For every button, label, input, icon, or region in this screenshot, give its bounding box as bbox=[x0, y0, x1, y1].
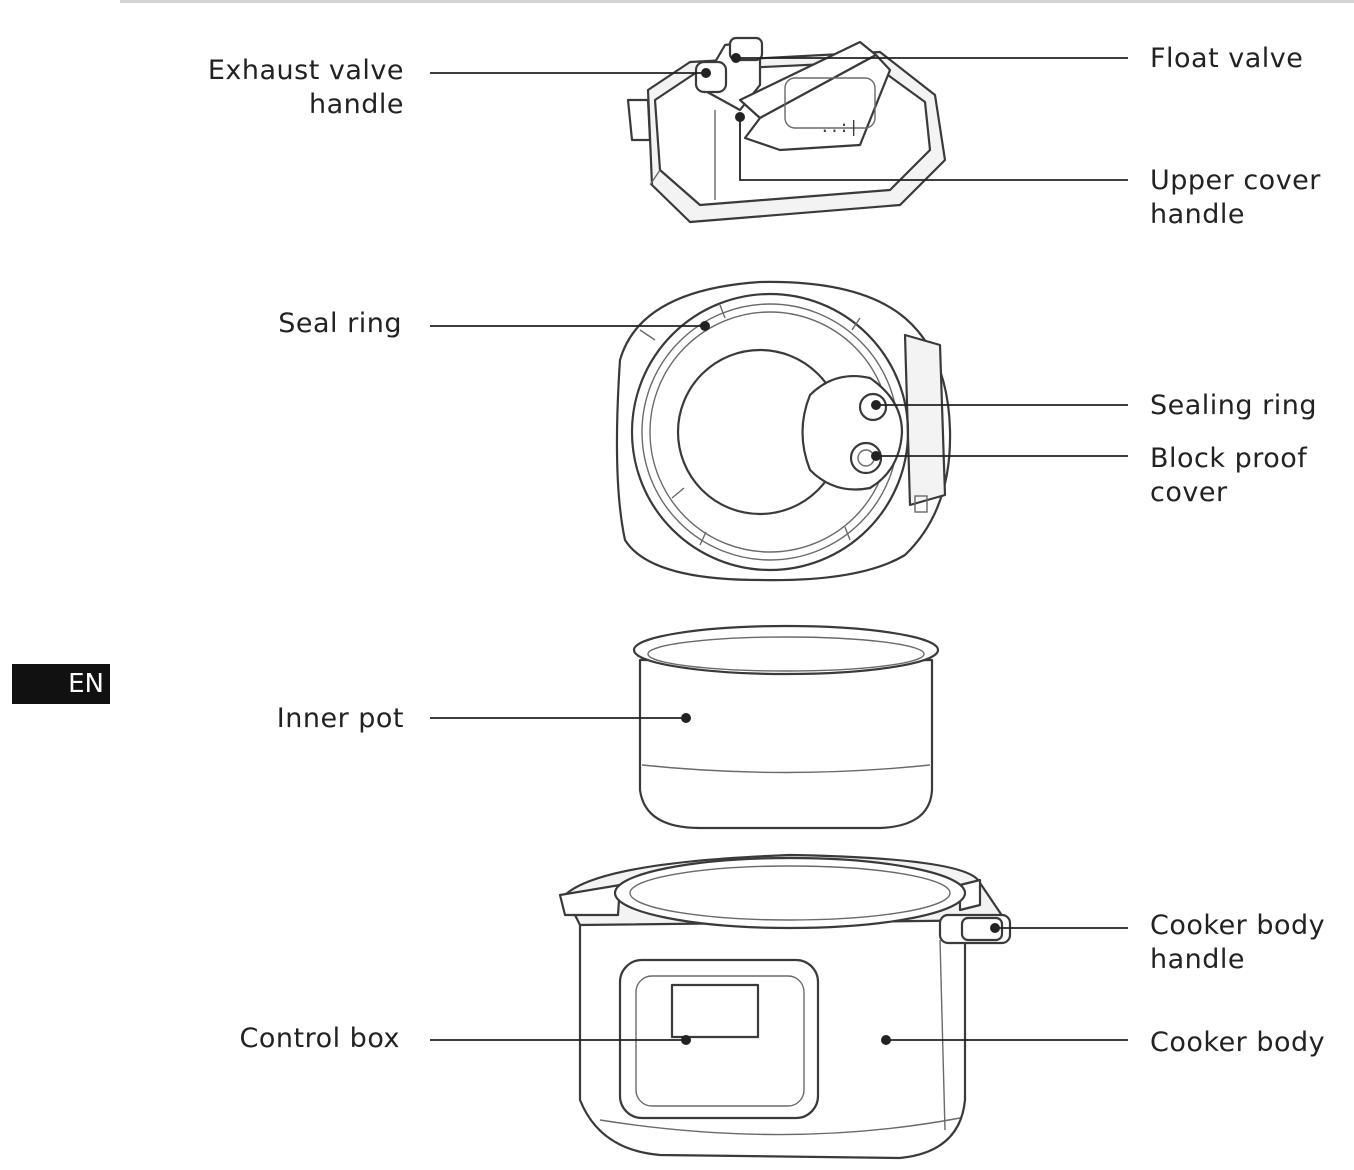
lid-illustration: ..:| bbox=[626, 36, 947, 224]
leader-dot-cooker-body-handle bbox=[990, 923, 1000, 933]
label-float-valve: Float valve bbox=[1150, 43, 1304, 74]
leader-dot-seal-ring bbox=[700, 321, 710, 331]
label-sealing-ring: Sealing ring bbox=[1150, 390, 1317, 421]
leader-lines bbox=[430, 53, 1128, 1045]
leader-dot-float-valve bbox=[731, 53, 741, 63]
leader-dot-inner-pot bbox=[681, 713, 691, 723]
cooker-body-illustration bbox=[558, 853, 1012, 1160]
label-upper-cover-handle: Upper cover handle bbox=[1150, 165, 1321, 230]
leader-dot-control-box bbox=[681, 1035, 691, 1045]
svg-text:..:|: ..:| bbox=[820, 117, 859, 136]
label-inner-pot: Inner pot bbox=[276, 703, 404, 734]
label-control-box: Control box bbox=[239, 1023, 400, 1054]
language-tab: EN bbox=[12, 664, 110, 704]
leader-dot-cooker-body bbox=[881, 1035, 891, 1045]
lid-underside-illustration bbox=[615, 280, 952, 582]
inner-pot-illustration bbox=[632, 624, 940, 830]
leader-dot-exhaust-valve-handle bbox=[701, 68, 711, 78]
leader-dot-block-proof-cover bbox=[871, 451, 881, 461]
label-exhaust-valve-handle: Exhaust valve handle bbox=[207, 55, 404, 120]
label-block-proof-cover: Block proof cover bbox=[1150, 443, 1308, 508]
leader-upper-cover-handle bbox=[739, 117, 1128, 181]
label-cooker-body: Cooker body bbox=[1150, 1027, 1326, 1058]
label-seal-ring: Seal ring bbox=[278, 308, 402, 339]
leader-dot-upper-cover-handle bbox=[735, 112, 745, 122]
label-cooker-body-handle: Cooker body handle bbox=[1150, 910, 1326, 975]
leader-dot-sealing-ring bbox=[871, 400, 881, 410]
top-divider bbox=[120, 0, 1354, 3]
